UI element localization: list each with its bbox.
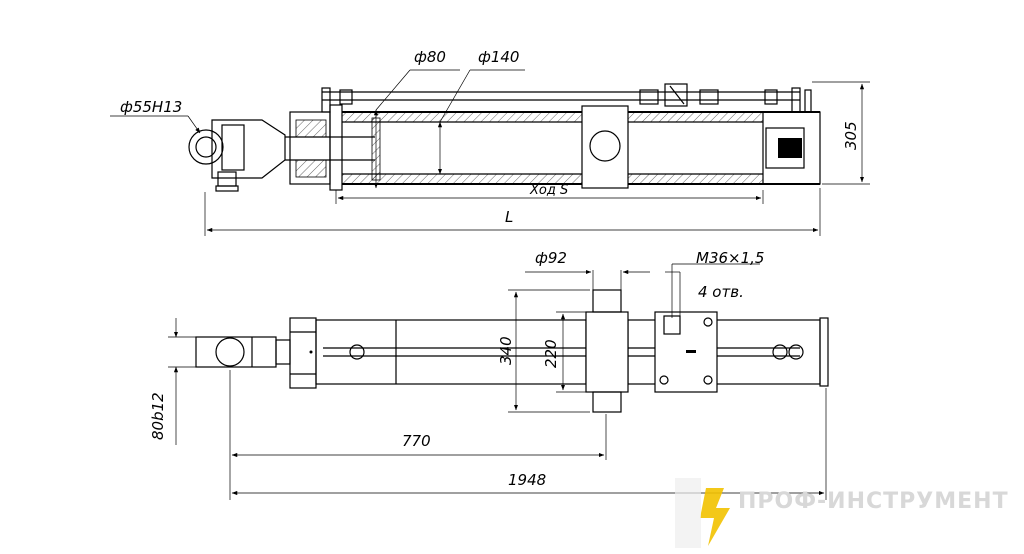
label-dia-pin: ф55Н13 xyxy=(120,98,182,116)
clevis-eye xyxy=(188,119,286,192)
label-dia-bore: ф140 xyxy=(478,48,519,66)
label-pin-width: 80b12 xyxy=(149,392,167,440)
flange-block xyxy=(654,311,718,393)
clevis-side xyxy=(195,336,291,368)
label-dia-rod: ф80 xyxy=(414,48,446,66)
label-thread: М36×1,5 xyxy=(696,249,764,267)
watermark: ПРОФ-ИНСТРУМЕНТ xyxy=(675,478,1009,548)
oil-pipe-top xyxy=(321,83,812,113)
label-stroke: Ход S xyxy=(529,183,568,198)
front-gland xyxy=(289,104,343,191)
label-holes: 4 отв. xyxy=(698,283,744,301)
label-width-220: 220 xyxy=(542,339,560,368)
top-view: ф55Н13 ф80 ф140 305 Ход S L xyxy=(110,48,870,236)
trunnion-block xyxy=(581,105,629,189)
bottom-dimensions xyxy=(168,263,827,500)
bottom-view: ф92 М36×1,5 4 отв. 340 220 80b12 770 194… xyxy=(149,249,829,500)
gland-nut xyxy=(289,317,317,389)
cylinder-body-side xyxy=(315,317,829,387)
trunnion-side xyxy=(585,289,629,413)
label-height: 305 xyxy=(842,121,860,150)
rear-cap xyxy=(762,111,821,185)
label-length: L xyxy=(505,208,513,226)
label-width-340: 340 xyxy=(497,336,515,365)
label-dist-1948: 1948 xyxy=(508,471,546,489)
cylinder-body xyxy=(341,111,820,185)
label-dia-trunnion: ф92 xyxy=(535,249,567,267)
top-dimensions xyxy=(110,69,870,236)
lightning-logo-icon xyxy=(700,488,730,546)
watermark-text: ПРОФ-ИНСТРУМЕНТ xyxy=(738,489,1009,514)
label-dist-770: 770 xyxy=(402,432,431,450)
